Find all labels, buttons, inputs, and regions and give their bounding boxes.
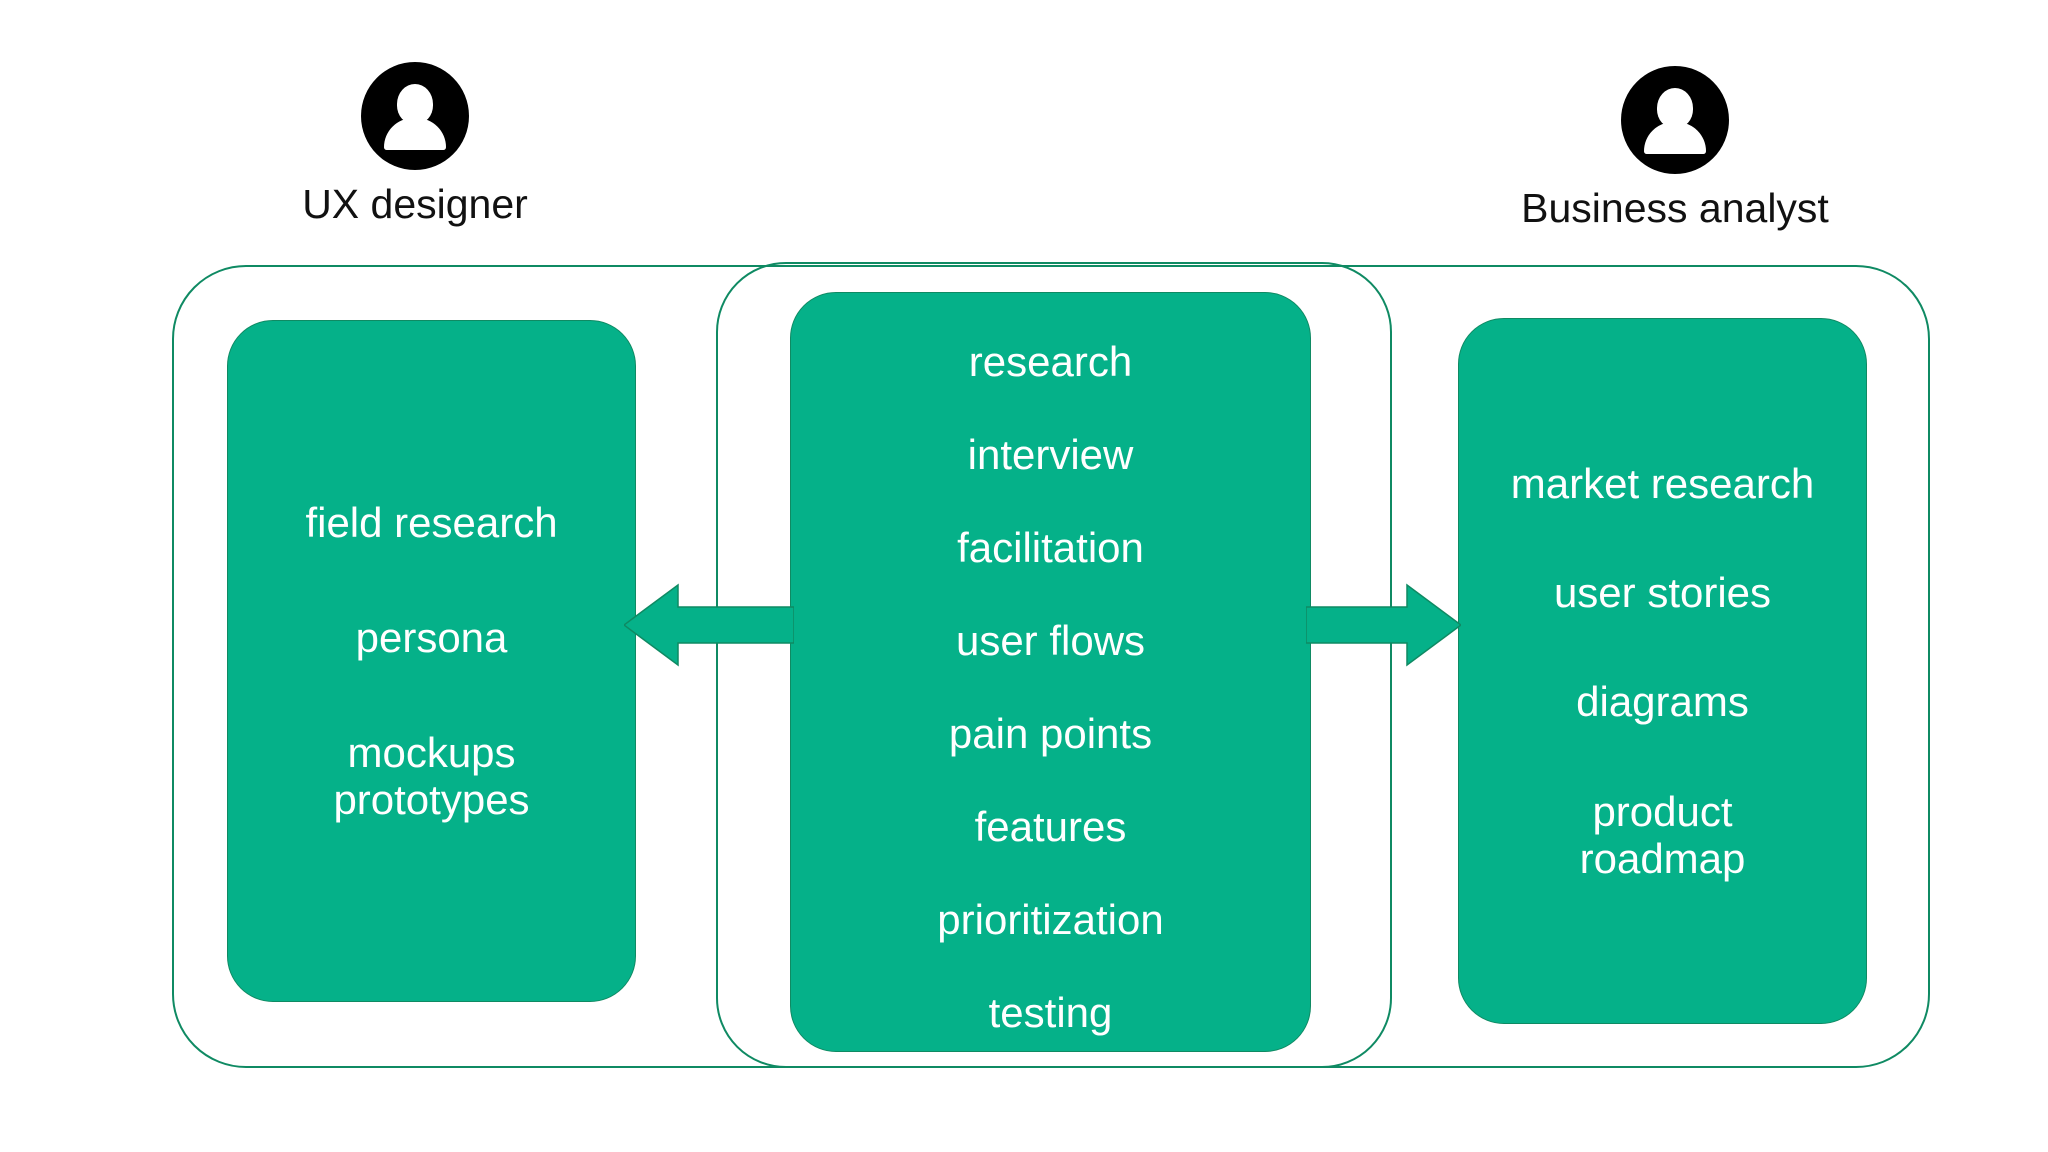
avatar-body-shape bbox=[1644, 122, 1706, 154]
skill-item: testing bbox=[988, 989, 1113, 1037]
role-label-business-analyst: Business analyst bbox=[1521, 185, 1829, 231]
avatar-body-shape bbox=[384, 118, 446, 150]
arrow-right-icon bbox=[1306, 583, 1461, 667]
skill-item: persona bbox=[355, 613, 508, 661]
skills-box-business-analyst: market research user stories diagrams pr… bbox=[1458, 318, 1867, 1024]
skill-item: features bbox=[974, 803, 1127, 851]
person-avatar-icon bbox=[361, 62, 469, 170]
skill-item: mockups prototypes bbox=[333, 729, 530, 824]
person-avatar-icon bbox=[1621, 66, 1729, 174]
skill-item: research bbox=[968, 338, 1133, 385]
skill-item: product roadmap bbox=[1579, 787, 1746, 882]
shared-grouping-frame bbox=[716, 262, 1392, 1068]
skill-item: user stories bbox=[1553, 569, 1772, 617]
avatar-head-shape bbox=[1657, 88, 1693, 128]
skill-item: user flows bbox=[955, 617, 1146, 665]
skill-item: diagrams bbox=[1576, 678, 1749, 726]
role-ux-designer: UX designer bbox=[205, 62, 625, 227]
skill-item: interview bbox=[967, 431, 1134, 479]
role-label-ux-designer: UX designer bbox=[302, 181, 528, 227]
skills-box-shared: research interview facilitation user flo… bbox=[790, 292, 1311, 1052]
skills-box-ux-designer: field research persona mockups prototype… bbox=[227, 320, 636, 1002]
arrow-left-icon bbox=[624, 583, 794, 667]
skill-item: prioritization bbox=[937, 896, 1164, 944]
skill-item: pain points bbox=[948, 710, 1153, 758]
skill-item: market research bbox=[1510, 460, 1815, 508]
skill-item: facilitation bbox=[957, 524, 1144, 572]
avatar-head-shape bbox=[397, 84, 433, 124]
role-business-analyst: Business analyst bbox=[1465, 66, 1885, 231]
skill-item: field research bbox=[305, 498, 558, 546]
